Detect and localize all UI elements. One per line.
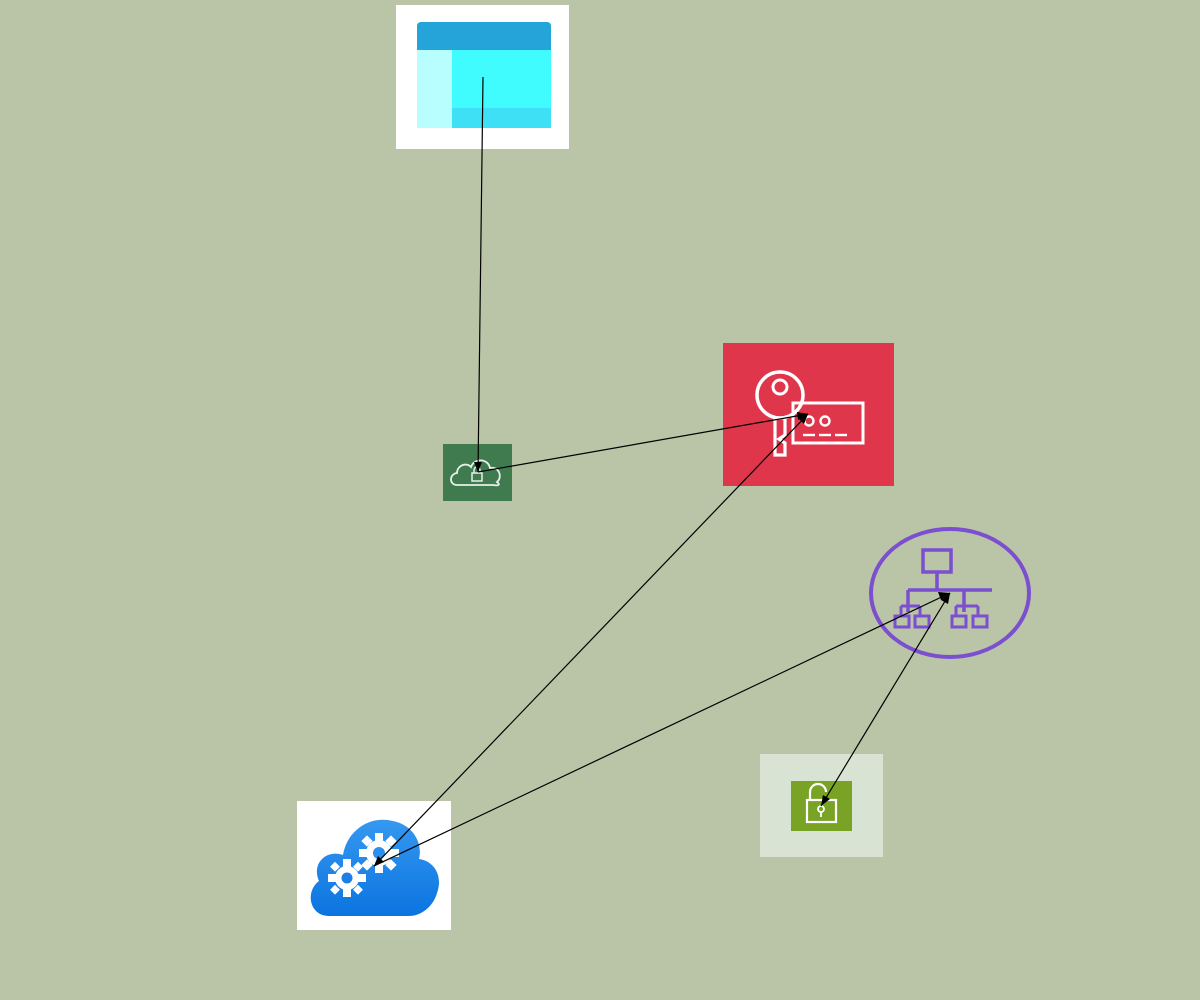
padlock-icon [791, 781, 852, 831]
browser-window-node[interactable] [396, 5, 569, 149]
cloud-gears-icon [310, 819, 439, 916]
key-card-icon [755, 370, 865, 457]
network-hierarchy-node[interactable] [866, 524, 1034, 662]
padlock-node[interactable] [760, 754, 883, 857]
cloud-lock-node[interactable] [443, 444, 512, 501]
browser-window-icon [417, 22, 551, 128]
cloud-lock-icon [450, 459, 501, 487]
key-card-node[interactable] [723, 343, 894, 486]
network-hierarchy-icon [869, 527, 1031, 659]
cloud-gears-node[interactable] [297, 801, 451, 930]
